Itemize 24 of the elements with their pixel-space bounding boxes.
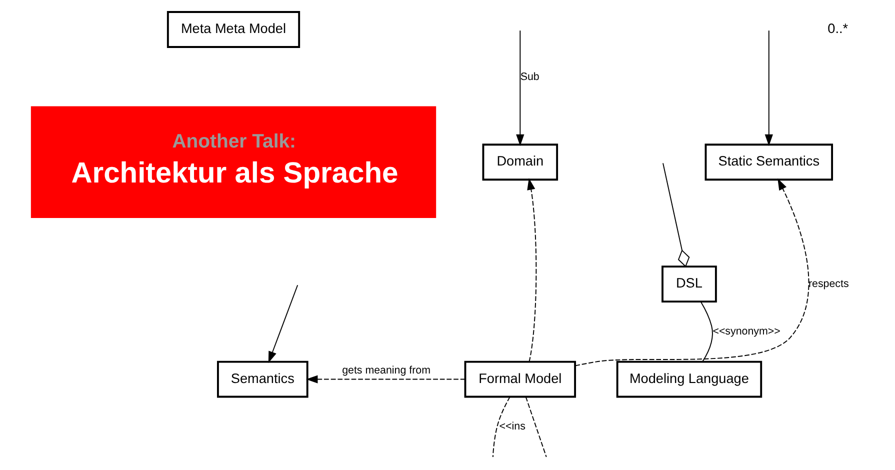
edge-label: <<synonym>> (712, 325, 780, 338)
edge-label: gets meaning from (342, 364, 430, 376)
connector (524, 396, 546, 458)
edge-label: Sub (520, 70, 539, 83)
node-box: Another Talk: Architektur als Sprache (30, 106, 436, 218)
edge-label: respects (808, 278, 848, 290)
arrow (526, 178, 536, 362)
arrow (764, 30, 772, 146)
node-box: Domain (482, 144, 558, 181)
node-box: Static Semantics (704, 144, 833, 181)
connector (700, 301, 712, 362)
node-box: DSL (661, 266, 716, 303)
node-box: Modeling Language (616, 360, 762, 398)
node-box: Formal Model (464, 360, 576, 398)
arrow (306, 375, 466, 384)
arrow (574, 178, 809, 366)
edge-label: <<ins (498, 420, 525, 433)
label: 0..* (827, 21, 848, 36)
arrow (516, 30, 524, 146)
node-box: Semantics (216, 360, 308, 398)
connector (492, 396, 510, 458)
node-box: Meta Meta Model (166, 11, 300, 48)
arrow (268, 284, 298, 364)
connector (662, 162, 690, 268)
